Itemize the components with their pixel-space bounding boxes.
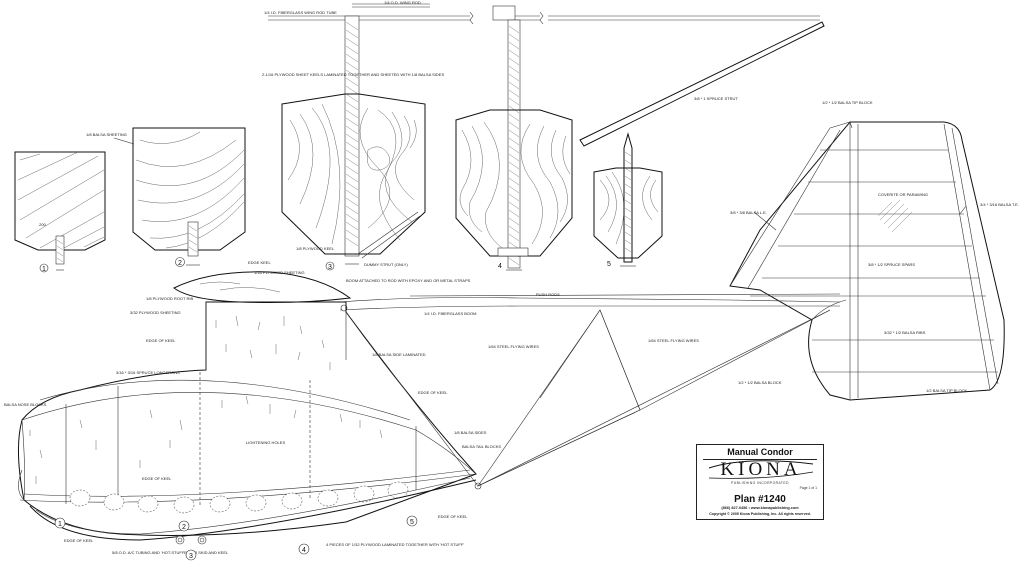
label-balsa-sides: 1/8 BALSA SIDES <box>454 430 487 435</box>
callout-3: 3 <box>189 553 193 560</box>
label-nose-blocks: BALSA NOSE BLOCKS <box>4 402 47 407</box>
label-wing-rod: 1/4 O.D. WING ROD <box>384 0 421 5</box>
label-ribs: 3/32 * 1/2 BALSA RIBS <box>884 330 926 335</box>
fuselage-side-view: 3/32 PLYWOOD SHEETING EDGE OF KEEL 1/8 B… <box>4 301 501 555</box>
label-edge-of-keel-low: EDGE OF KEEL <box>142 476 172 481</box>
cross-section-3: 2-1/16 PLYWOOD SHEET KEELS LAMINATED TOG… <box>262 72 444 271</box>
plan-title: Manual Condor <box>727 447 793 457</box>
label-steel-wires-2: 1/64 STEEL FLYING WIRES <box>648 338 699 343</box>
label-steel-wires-1: 1/64 STEEL FLYING WIRES <box>488 344 539 349</box>
label-plywood-laminated: 4 PIECES OF 1/32 PLYWOOD LAMINATED TOGET… <box>326 542 464 547</box>
label-edge-of-keel-bottom: EDGE OF KEEL <box>64 538 94 543</box>
label-tip-block-bottom: 1/2 BALSA TIP BLOCK <box>926 388 968 393</box>
label-balsa-block: 1/2 * 1/2 BALSA BLOCK <box>738 380 782 385</box>
title-block: Manual Condor KIONA PUBLISHING INCORPORA… <box>696 444 824 520</box>
logo-swoosh <box>708 460 814 479</box>
label-boom-attached: BOOM ATTACHED TO ROD WITH EPOXY AND OR M… <box>346 278 471 283</box>
section-number-4: 4 <box>498 263 502 270</box>
cross-section-5 <box>593 132 663 267</box>
contact-line: (866) 827-0456 • www.kionapublishing.com <box>721 506 799 510</box>
label-plywood-sheeting-side: 3/32 PLYWOOD SHEETING <box>130 310 181 315</box>
label-tubing: 5/8 O.D. A/C TUBING AND 'HOT-STUFFED' TO… <box>112 550 229 555</box>
label-plywood-root-rib: 1/8 PLYWOOD ROOT RIB <box>146 296 194 301</box>
label-te: 3/4 * 3/16 BALSA T.E. <box>980 202 1019 207</box>
label-edge-of-keel: EDGE OF KEEL <box>146 338 176 343</box>
callout-4: 4 <box>302 547 306 554</box>
label-balsa-side-laminated: 1/8 BALSA SIDE LAMINATED <box>372 352 426 357</box>
label-tip-block-top: 1/2 * 1/2 BALSA TIP BLOCK <box>822 100 873 105</box>
section-number-3: 3 <box>328 264 332 271</box>
kiona-logo: KIONA <box>720 459 802 480</box>
callout-numbers: 1 2 3 4 5 <box>54 515 418 561</box>
page-indicator: Page 1 of 1 <box>799 486 817 490</box>
label-spruce-strut: 3/8 * 1 SPRUCE STRUT <box>694 96 738 101</box>
copyright-line: Copyright © 2005 Kiona Publishing, Inc. … <box>709 512 811 516</box>
label-spars: 3/8 * 1/2 SPRUCE SPARS <box>868 262 915 267</box>
cross-section-1: .200 <box>14 151 106 273</box>
wing-rod-assembly: 1/4 O.D. WING ROD 1/4 I.D. FIBERGLASS WI… <box>264 0 474 257</box>
label-plywood-sheeting-top: 1/16 PLYWOOD SHEETING <box>254 270 305 275</box>
tail-surface: 1/2 * 1/2 BALSA TIP BLOCK COVERITE OR PA… <box>729 100 1019 401</box>
label-balsa-tail-blocks: BALSA TAIL BLOCKS <box>462 444 501 449</box>
label-fiberglass-boom: 1/4 I.D. FIBERGLASS BOOM <box>424 311 476 316</box>
lightening-holes <box>69 481 409 514</box>
title-divider <box>703 459 817 460</box>
section-4-rod <box>492 5 820 269</box>
label-edge-keel-top: EDGE KEEL <box>248 260 271 265</box>
label-plywood-keels: 2-1/16 PLYWOOD SHEET KEELS LAMINATED TOG… <box>262 72 444 77</box>
svg-text:.200: .200 <box>38 222 47 227</box>
label-edge-of-keel-mid: EDGE OF KEEL <box>418 390 448 395</box>
label-balsa-sheeting: 1/8 BALSA SHEETING <box>86 132 127 137</box>
label-lightening-holes: LIGHTENING HOLES <box>246 440 285 445</box>
label-covering: COVERITE OR PARAWING <box>878 192 928 197</box>
label-spruce-longerons: 3/16 * 3/16 SPRUCE LONGERONS <box>116 370 180 375</box>
label-dummy-strut: DUMMY STRUT (ONLY) <box>364 262 408 267</box>
logo-tagline: PUBLISHING INCORPORATED <box>731 481 789 485</box>
label-le: 3/8 * 3/8 BALSA L.E. <box>730 210 767 215</box>
label-fiberglass-tube: 1/4 I.D. FIBERGLASS WING ROD TUBE <box>264 10 337 15</box>
spruce-strut: 3/8 * 1 SPRUCE STRUT <box>579 21 825 147</box>
callout-5: 5 <box>410 519 414 526</box>
plan-number: Plan #1240 <box>734 494 786 505</box>
label-edge-of-keel-right: EDGE OF KEEL <box>438 514 468 519</box>
flying-wires: 1/64 STEEL FLYING WIRES 1/64 STEEL FLYIN… <box>345 309 831 487</box>
wing-root-and-boom: EDGE KEEL 1/16 PLYWOOD SHEETING 1/8 PLYW… <box>146 260 841 316</box>
callout-1: 1 <box>58 521 62 528</box>
section-number-labels: 1 2 3 4 5 <box>42 257 611 273</box>
callout-2: 2 <box>182 524 186 531</box>
cross-section-4 <box>455 109 573 271</box>
section-number-5: 5 <box>607 261 611 268</box>
label-plywood-keel: 1/8 PLYWOOD KEEL <box>296 246 335 251</box>
section-number-1: 1 <box>42 266 46 273</box>
section-number-2: 2 <box>178 260 182 267</box>
cross-section-2: 1/8 BALSA SHEETING <box>86 127 246 266</box>
label-push-rods: PUSH RODS <box>536 292 560 297</box>
